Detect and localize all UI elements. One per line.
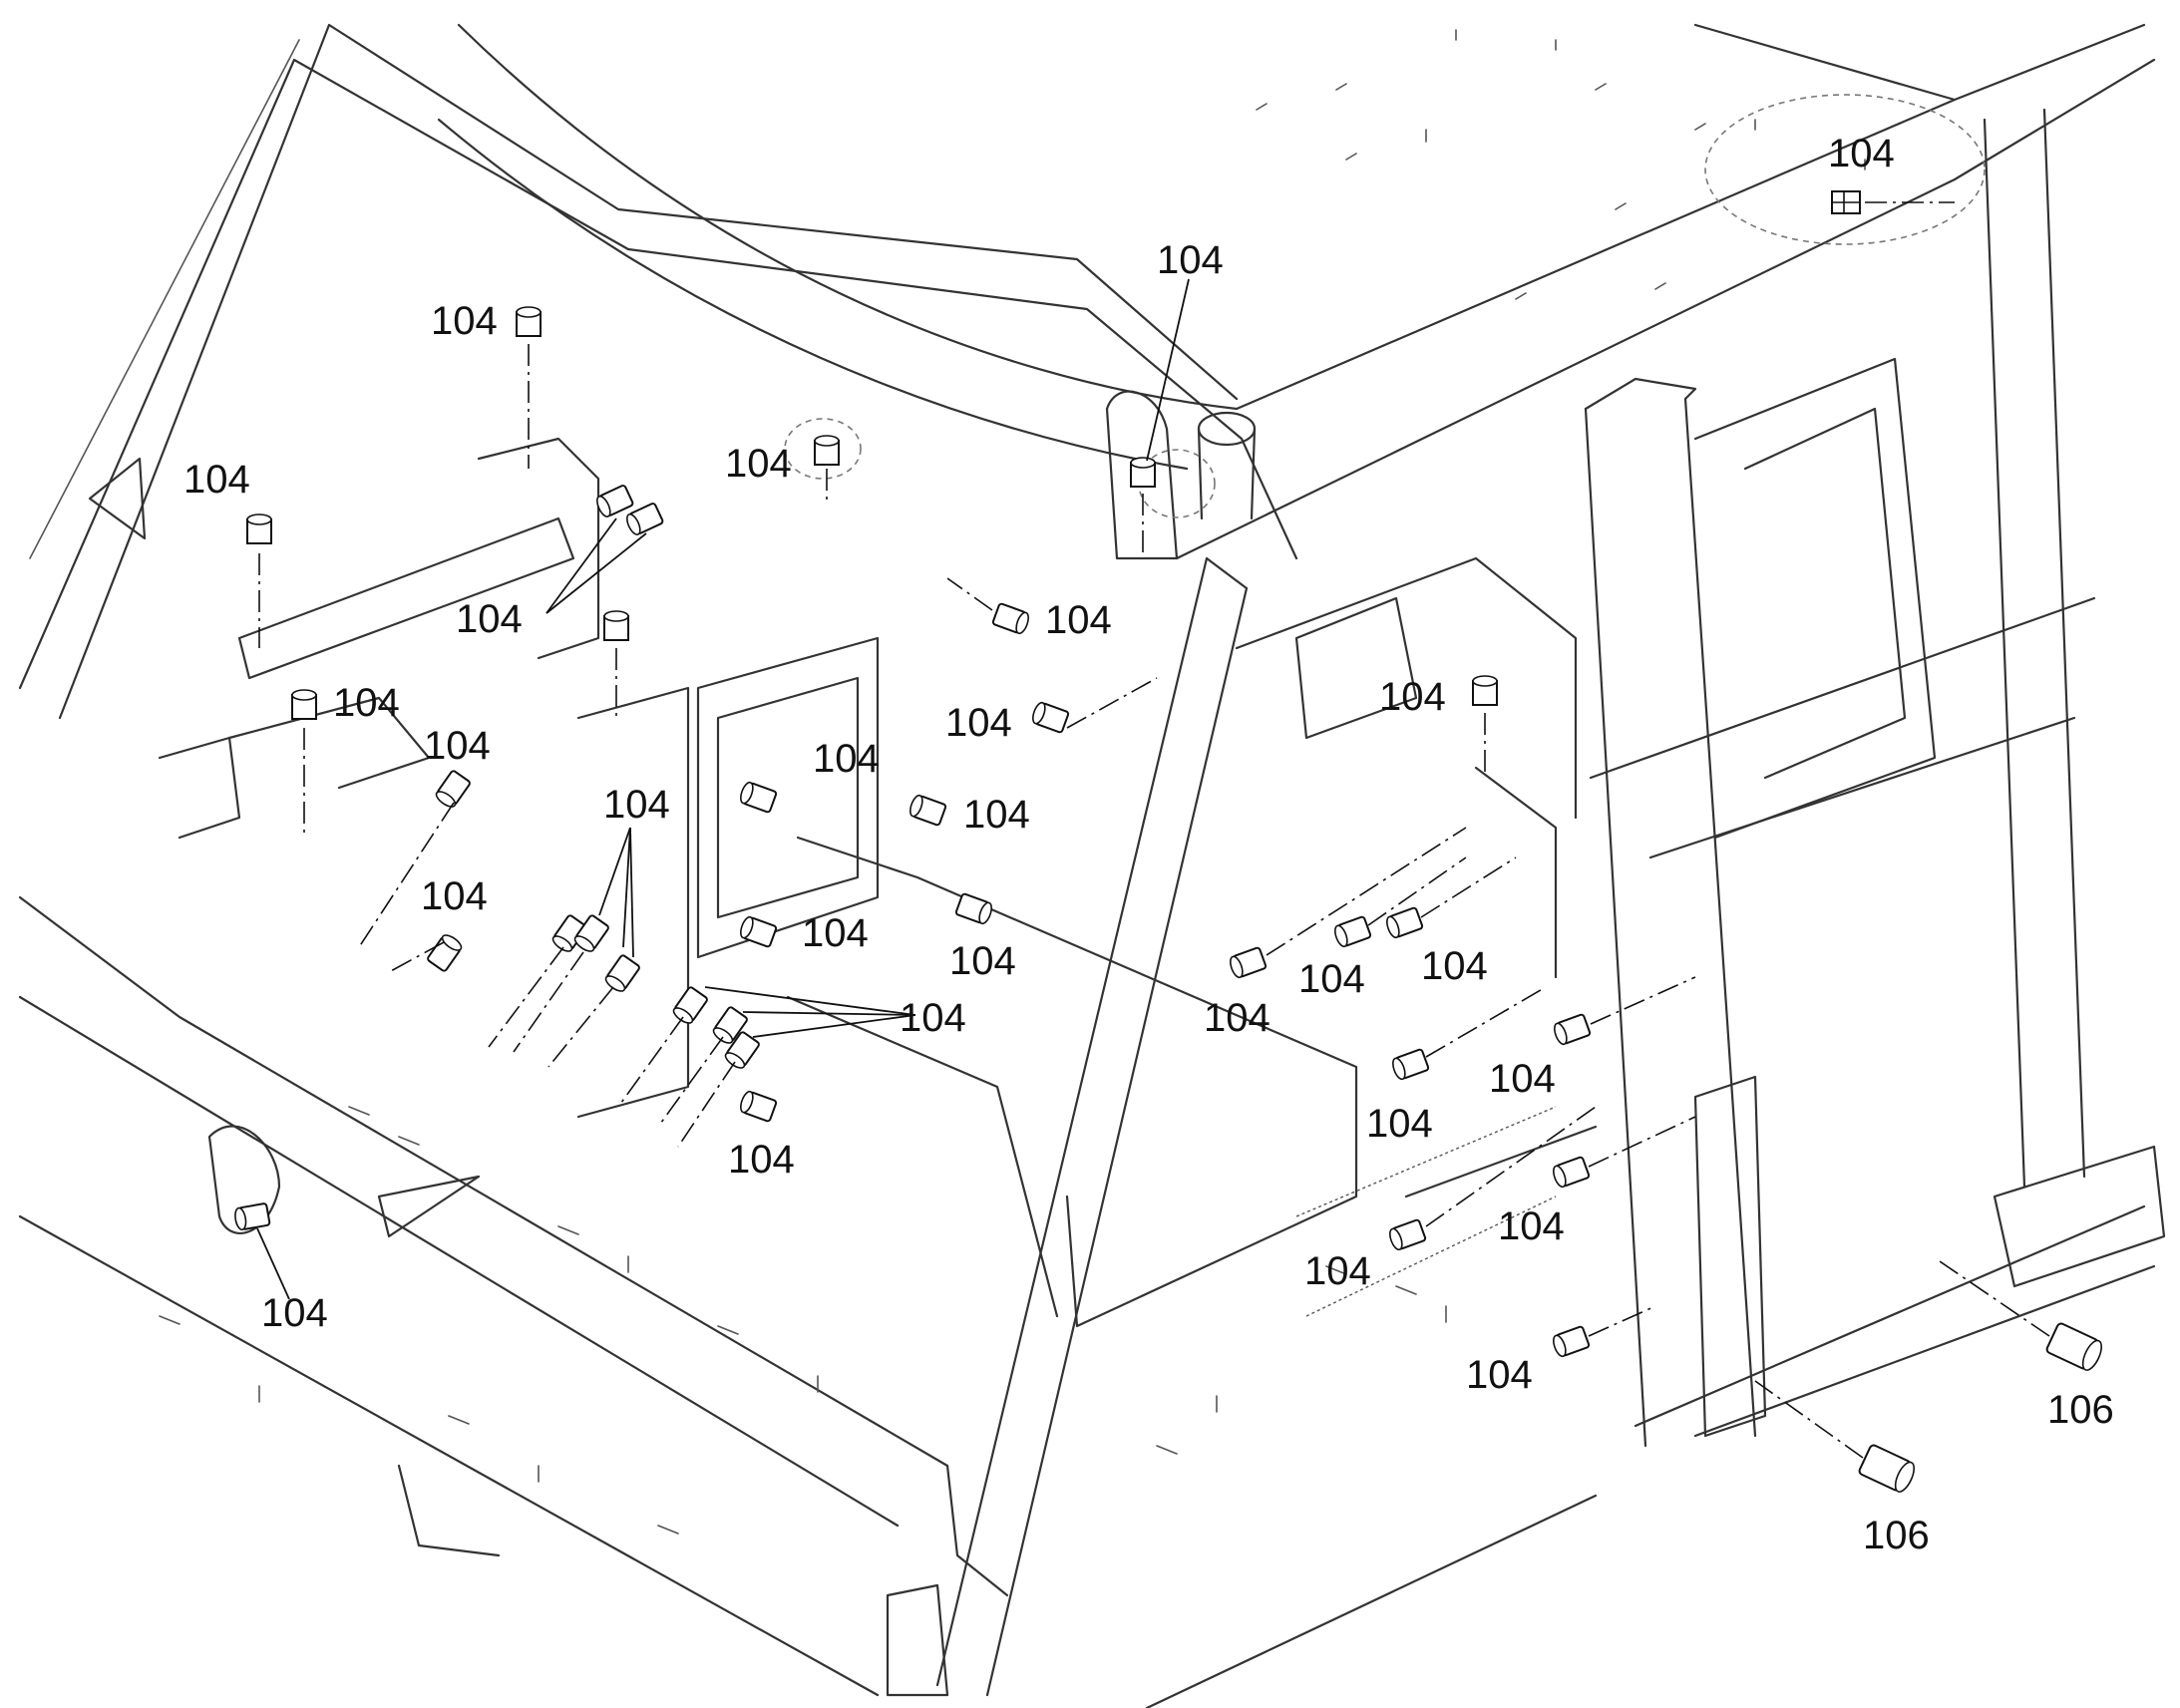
hex-nut-icon	[724, 1031, 760, 1069]
hex-nut-icon	[435, 770, 471, 808]
hex-nut-icon	[1386, 906, 1424, 939]
plug-icon	[1858, 1444, 1916, 1493]
callout-label: 104	[183, 458, 250, 502]
hex-nut-icon	[626, 503, 664, 535]
callout-label: 104	[963, 793, 1030, 837]
callout-label: 104	[1421, 944, 1488, 988]
detail-circle-center	[784, 418, 862, 480]
hex-nut-icon	[672, 986, 708, 1024]
hex-nut-icon	[1553, 1325, 1591, 1358]
hex-nut-icon	[740, 915, 778, 948]
cap-vertical-icon	[814, 435, 840, 466]
hex-nut-icon	[954, 892, 992, 925]
callout-label: 104	[456, 597, 523, 641]
hex-nut-icon	[1032, 701, 1070, 734]
cap-vertical-icon	[246, 513, 272, 544]
detail-circle-top-right	[1704, 94, 1986, 245]
callout-label: 104	[333, 681, 400, 725]
callout-label: 104	[949, 939, 1016, 983]
cap-vertical-icon	[603, 610, 629, 641]
hex-nut-icon	[596, 485, 634, 517]
hex-nut-icon	[1230, 946, 1268, 979]
callout-label: 104	[1828, 132, 1895, 175]
hex-nut-icon	[1334, 915, 1372, 948]
callout-label: 106	[1863, 1514, 1930, 1557]
callout-label: 104	[1379, 675, 1446, 719]
fastener-icons	[246, 190, 1861, 720]
hex-nut-icon	[427, 934, 463, 972]
hex-nut-icon	[573, 914, 609, 952]
hex-nut-icon	[740, 1090, 778, 1123]
hex-nut-icon	[1553, 1156, 1591, 1189]
callout-label: 104	[1498, 1204, 1565, 1248]
hex-nut-icon	[1392, 1048, 1430, 1081]
cap-vertical-icon	[291, 689, 317, 720]
cap-vertical-icon	[516, 306, 542, 337]
callout-label: 104	[261, 1291, 328, 1335]
callout-label: 104	[1489, 1057, 1556, 1101]
hex-nut-icon	[551, 914, 587, 952]
detail-circles	[784, 94, 1986, 518]
hex-nut-icon	[991, 602, 1029, 635]
callout-label: 104	[802, 911, 869, 955]
plug-icon	[2045, 1322, 2103, 1371]
assembly-centerlines	[258, 201, 2050, 1459]
cap-vertical-icon	[1472, 675, 1498, 706]
callout-label: 104	[813, 737, 880, 781]
machine-frame	[18, 23, 2166, 1708]
callout-label: 104	[1157, 238, 1224, 282]
callout-label: 104	[1466, 1353, 1533, 1397]
callout-label: 104	[900, 996, 966, 1040]
callout-label: 104	[1298, 957, 1365, 1001]
callout-label: 104	[424, 724, 491, 768]
cap-horizontal-icon	[1831, 190, 1861, 214]
callout-label: 104	[1045, 598, 1112, 642]
hex-nut-icon	[740, 781, 778, 814]
hex-nut-icon	[712, 1006, 748, 1044]
hex-nut-icon	[1389, 1218, 1427, 1251]
leader-lines	[256, 278, 1190, 1300]
callout-label: 104	[1304, 1249, 1371, 1293]
hex-nut-icon	[1554, 1013, 1592, 1046]
callout-label: 104	[1204, 996, 1271, 1040]
callout-label: 104	[725, 442, 792, 486]
callout-label: 104	[1366, 1102, 1433, 1146]
callout-label: 104	[431, 299, 498, 343]
callout-label: 106	[2047, 1388, 2114, 1432]
panel-marks	[159, 29, 1866, 1535]
callout-label: 104	[945, 701, 1012, 745]
callout-label: 104	[421, 874, 488, 918]
hex-nut-icon	[909, 794, 947, 827]
hex-nut-icon	[234, 1202, 271, 1231]
hex-nut-icon	[604, 954, 640, 992]
cap-vertical-icon	[1130, 457, 1156, 488]
callout-label: 104	[728, 1138, 795, 1182]
plug-icons	[1858, 1322, 2103, 1493]
hex-nut-icons	[234, 485, 1592, 1358]
callout-label: 104	[603, 783, 670, 827]
callout-labels: 104 104 104 104 104 104 104 104 104 104 …	[183, 132, 2114, 1557]
